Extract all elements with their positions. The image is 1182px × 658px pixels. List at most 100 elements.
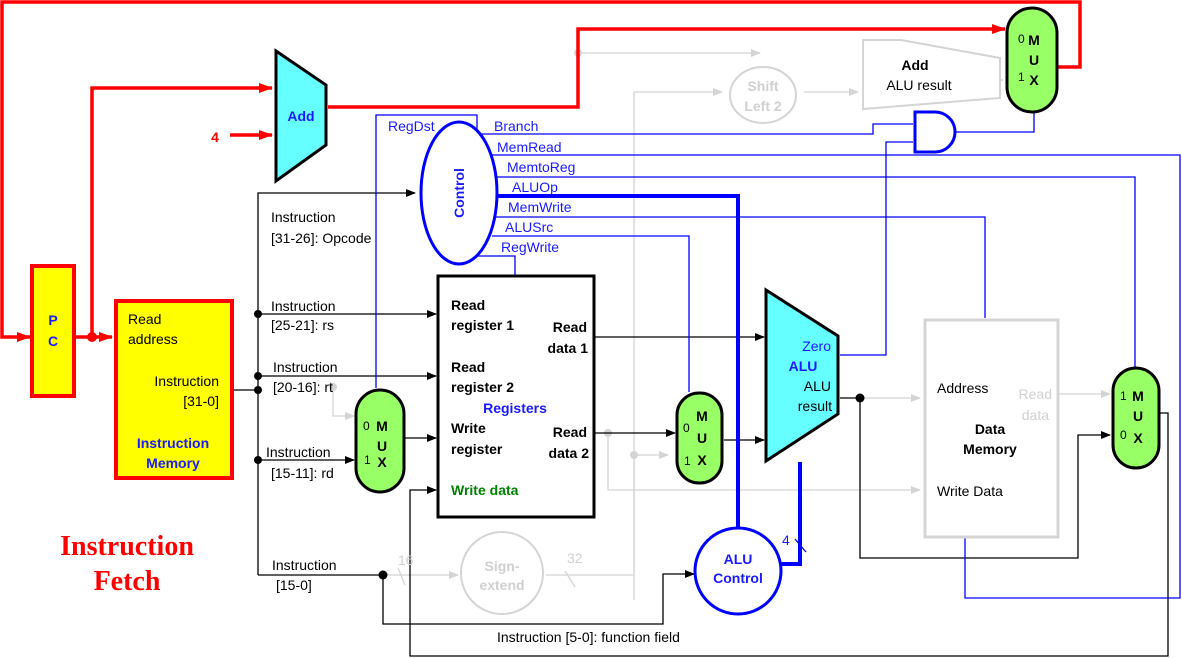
signal-aluop: ALUOp: [512, 179, 558, 195]
alu-zero-label: Zero: [802, 338, 831, 354]
mux-letter-u: U: [1133, 408, 1143, 424]
mux-input-0-label: 0: [683, 421, 690, 435]
instruction-memory-name-1: Instruction: [137, 435, 209, 451]
opcode-label-1: Instruction: [271, 209, 336, 225]
pc-label-c: C: [48, 333, 58, 349]
opcode-label-2: [31-26]: Opcode: [271, 230, 372, 246]
mux-letter-x: X: [1029, 72, 1039, 88]
write-register-label-2: register: [451, 441, 503, 457]
mux-input-0-label: 0: [1018, 32, 1025, 46]
control-unit: Control: [419, 120, 499, 266]
alu-control: ALU Control 4: [693, 526, 790, 616]
regdst-mux: 0 M U 1 X: [354, 388, 406, 494]
control-signal-labels: RegDst Branch MemRead MemtoReg ALUOp Mem…: [388, 118, 575, 255]
alu-result-label-1: ALU: [804, 378, 831, 394]
sign-extend-output-width: 32: [567, 550, 583, 566]
mux-letter-u: U: [1029, 52, 1039, 68]
write-data-label: Write data: [451, 482, 519, 498]
stage-title-line-1: Instruction: [60, 531, 194, 562]
rs-label-2: [25-21]: rs: [271, 317, 334, 333]
rd-label-1: Instruction: [266, 444, 331, 460]
alusrc-mux: 0 M U 1 X: [675, 391, 724, 485]
imm-label-1: Instruction: [272, 557, 337, 573]
mux-letter-x: X: [697, 452, 707, 468]
data-memory-write-data-label: Write Data: [937, 483, 1003, 499]
stage-title-line-2: Fetch: [94, 566, 161, 597]
signal-branch: Branch: [494, 118, 538, 134]
read-register-2-label-2: register 2: [451, 379, 514, 395]
pc-source-mux: 0 M U 1 X: [1005, 6, 1059, 114]
sign-extend: Sign- extend 16 32: [398, 531, 583, 615]
read-data-2-label-1: Read: [553, 424, 587, 440]
alu: Zero ALU ALU result: [764, 287, 840, 464]
rt-label-2: [20-16]: rt: [273, 379, 333, 395]
mux-letter-x: X: [1133, 430, 1143, 446]
pc-adder-label: Add: [287, 108, 314, 124]
sign-extend-label-1: Sign-: [485, 558, 520, 574]
data-memory-name-1: Data: [975, 421, 1006, 437]
shift-left-label-2: Left 2: [744, 98, 782, 114]
rs-label-1: Instruction: [271, 298, 336, 314]
write-register-label-1: Write: [451, 420, 486, 436]
stage-title: Instruction Fetch: [60, 531, 194, 597]
alu-control-label-2: Control: [713, 570, 763, 586]
constant-four: 4: [211, 129, 219, 145]
read-data-1-label-1: Read: [553, 319, 587, 335]
pc-adder: Add 4: [211, 48, 328, 184]
instruction-field-labels: Instruction [31-26]: Opcode Instruction …: [266, 209, 680, 645]
pc-register: P C: [30, 264, 76, 398]
control-wires: [375, 112, 1181, 599]
sign-extend-input-width: 16: [398, 552, 414, 568]
mux-letter-u: U: [697, 430, 707, 446]
mux-letter-m: M: [1132, 388, 1144, 404]
mux-letter-m: M: [376, 418, 388, 434]
data-memory-read-data-label-2: data: [1022, 407, 1049, 423]
mux-input-1-label: 1: [684, 454, 691, 468]
read-register-2-label-1: Read: [451, 359, 485, 375]
alu-control-label-1: ALU: [724, 551, 753, 567]
alu-name: ALU: [789, 358, 818, 374]
shift-left-label-1: Shift: [747, 78, 778, 94]
mux-letter-m: M: [1028, 32, 1040, 48]
funct-label: Instruction [5-0]: function field: [497, 629, 680, 645]
signal-memread: MemRead: [497, 139, 562, 155]
active-path-wires: [0, 0, 1082, 342]
rd-label-2: [15-11]: rd: [271, 465, 334, 481]
data-memory-read-data-label-1: Read: [1019, 386, 1052, 402]
mux-letter-m: M: [696, 408, 708, 424]
mux-input-1-label: 1: [364, 453, 371, 467]
signal-regwrite: RegWrite: [501, 239, 559, 255]
instruction-out-label-1: Instruction: [154, 373, 219, 389]
datapath-wires: [233, 189, 1169, 657]
read-register-1-label-1: Read: [451, 297, 485, 313]
branch-and-gate: [913, 110, 957, 154]
mux-letter-x: X: [377, 454, 387, 470]
read-data-2-label-2: data 2: [549, 445, 590, 461]
rt-label-1: Instruction: [273, 359, 338, 375]
pc-label-p: P: [48, 312, 57, 328]
signal-alusrc: ALUSrc: [505, 219, 553, 235]
aluop-bus-width: 4: [782, 532, 790, 548]
signal-memtoreg: MemtoReg: [507, 159, 575, 175]
mux-input-0-label: 0: [363, 419, 370, 433]
mux-input-1-label: 1: [1120, 389, 1127, 403]
instruction-memory: Read address Instruction [31-0] Instruct…: [114, 299, 234, 480]
branch-adder-label-1: Add: [901, 57, 928, 73]
data-memory-name-2: Memory: [963, 441, 1017, 457]
read-register-1-label-2: register 1: [451, 317, 514, 333]
read-data-1-label-2: data 1: [548, 340, 589, 356]
registers-name: Registers: [483, 400, 547, 416]
sign-extend-label-2: extend: [479, 577, 524, 593]
branch-adder: Add ALU result: [862, 39, 1001, 111]
branch-adder-label-2: ALU result: [886, 77, 951, 93]
read-address-label-2: address: [128, 331, 178, 347]
signal-memwrite: MemWrite: [508, 199, 572, 215]
imm-label-2: [15-0]: [276, 577, 312, 593]
data-memory: Address Read data Data Memory Write Data: [923, 318, 1060, 539]
signal-regdst: RegDst: [388, 118, 435, 134]
mux-input-1-label: 1: [1018, 70, 1025, 84]
read-address-label-1: Read: [128, 311, 161, 327]
mux-letter-u: U: [377, 438, 387, 454]
register-file: Read register 1 Read register 2 Register…: [436, 274, 596, 519]
